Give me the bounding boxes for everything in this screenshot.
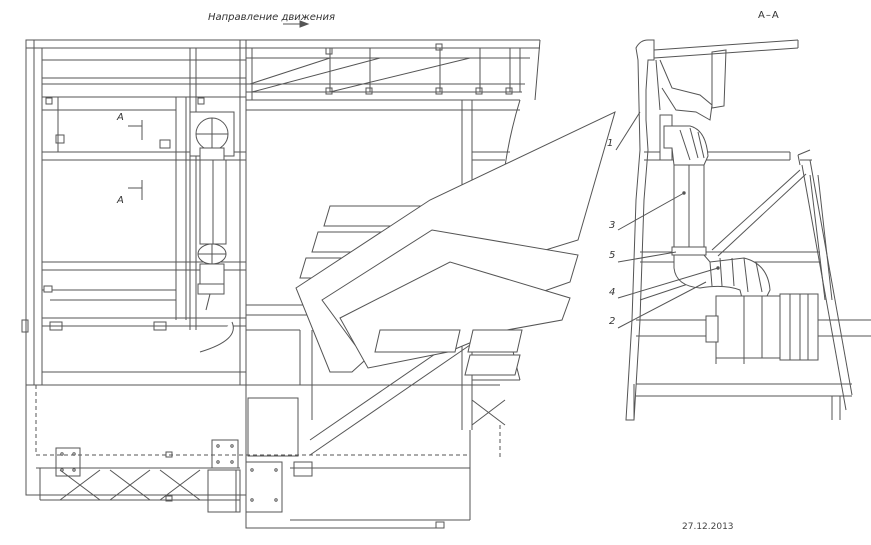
callout-3: 3	[609, 220, 616, 231]
callout-2: 2	[609, 316, 616, 327]
direction-label: Направление движения	[208, 12, 335, 23]
callout-1: 1	[607, 138, 614, 149]
drawing-date: 27.12.2013	[682, 522, 734, 532]
section-mark-top: А	[117, 112, 124, 123]
section-view	[616, 40, 871, 420]
duct-plan	[44, 112, 234, 352]
lower-chassis	[26, 330, 500, 528]
section-title: А–А	[758, 10, 780, 21]
section-marks	[128, 21, 308, 200]
section-mark-bottom: А	[117, 195, 124, 206]
callout-5: 5	[609, 250, 616, 261]
top-truss	[246, 40, 540, 100]
floor-panels	[296, 112, 615, 375]
callout-4: 4	[609, 287, 616, 298]
